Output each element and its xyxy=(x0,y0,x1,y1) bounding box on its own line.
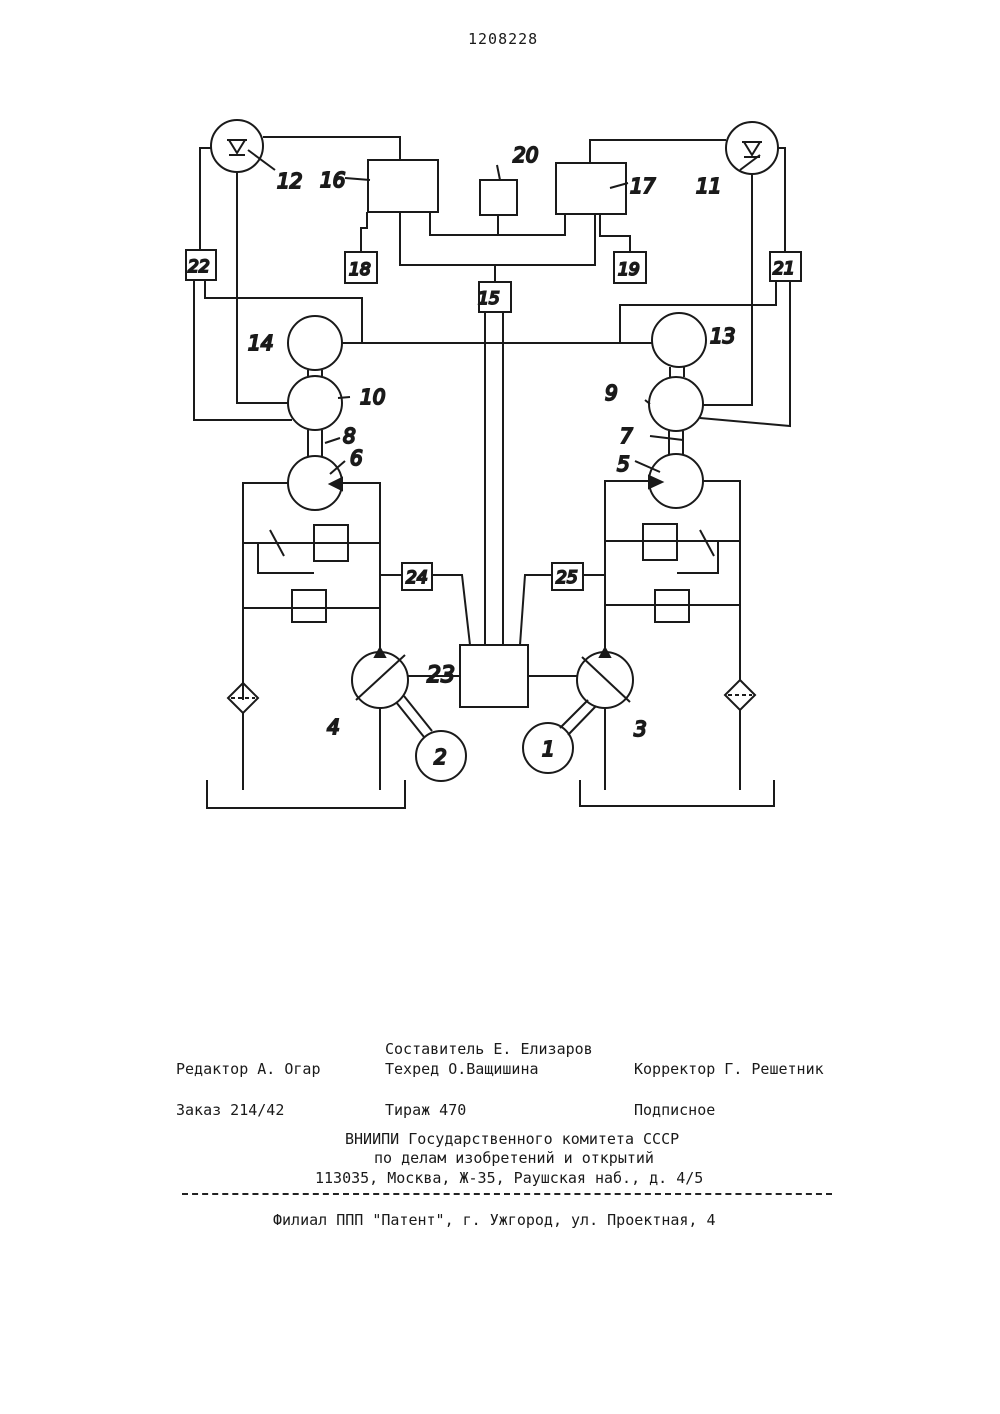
imprint-org-line1: ВНИИПИ Государственного комитета СССР xyxy=(345,1130,679,1148)
label-21: 21 xyxy=(773,259,795,279)
valve-left-2 xyxy=(292,590,326,622)
label-4: 4 xyxy=(327,715,340,739)
label-25: 25 xyxy=(556,568,578,588)
imprint-subscription: Подписное xyxy=(634,1101,715,1119)
imprint-techred: Техред О.Ващишина xyxy=(385,1060,539,1078)
label-16: 16 xyxy=(320,168,345,192)
label-3: 3 xyxy=(634,717,647,741)
unit-10 xyxy=(288,376,342,430)
imprint-corrector: Корректор Г. Решетник xyxy=(634,1060,824,1078)
label-14: 14 xyxy=(248,331,273,355)
block-17 xyxy=(556,163,626,214)
label-13: 13 xyxy=(710,324,735,348)
label-19: 19 xyxy=(618,260,640,280)
imprint-branch: Филиал ППП "Патент", г. Ужгород, ул. Про… xyxy=(273,1211,716,1229)
label-2: 2 xyxy=(434,745,447,769)
imprint-editor: Редактор А. Огар xyxy=(176,1060,321,1078)
block-23 xyxy=(460,645,528,707)
hydraulic-schematic: 23 15 12 11 16 17 20 18 19 22 21 14 13 1… xyxy=(0,0,1000,900)
block-20 xyxy=(480,180,517,215)
imprint-address: 113035, Москва, Ж-35, Раушская наб., д. … xyxy=(315,1169,703,1187)
label-6: 6 xyxy=(350,446,363,470)
label-8: 8 xyxy=(343,424,356,448)
label-20: 20 xyxy=(513,143,538,167)
label-17: 17 xyxy=(630,174,656,198)
label-11: 11 xyxy=(696,174,721,198)
separator-dashed xyxy=(182,1193,832,1195)
imprint-order: Заказ 214/42 xyxy=(176,1101,284,1119)
label-5: 5 xyxy=(617,452,630,476)
label-12: 12 xyxy=(277,169,302,193)
label-9: 9 xyxy=(605,381,618,405)
imprint-org-line2: по делам изобретений и открытий xyxy=(374,1149,654,1167)
label-23: 23 xyxy=(427,663,455,688)
imprint-circulation: Тираж 470 xyxy=(385,1101,466,1119)
unit-9 xyxy=(649,377,703,431)
label-24: 24 xyxy=(406,568,428,588)
imprint-compiler: Составитель Е. Елизаров xyxy=(385,1040,593,1058)
label-7: 7 xyxy=(620,424,633,448)
block-16 xyxy=(368,160,438,212)
unit-13 xyxy=(652,313,706,367)
label-18: 18 xyxy=(349,260,371,280)
label-22: 22 xyxy=(188,257,210,277)
label-10: 10 xyxy=(360,385,385,409)
label-15: 15 xyxy=(478,289,500,309)
label-1: 1 xyxy=(542,737,555,761)
unit-14 xyxy=(288,316,342,370)
